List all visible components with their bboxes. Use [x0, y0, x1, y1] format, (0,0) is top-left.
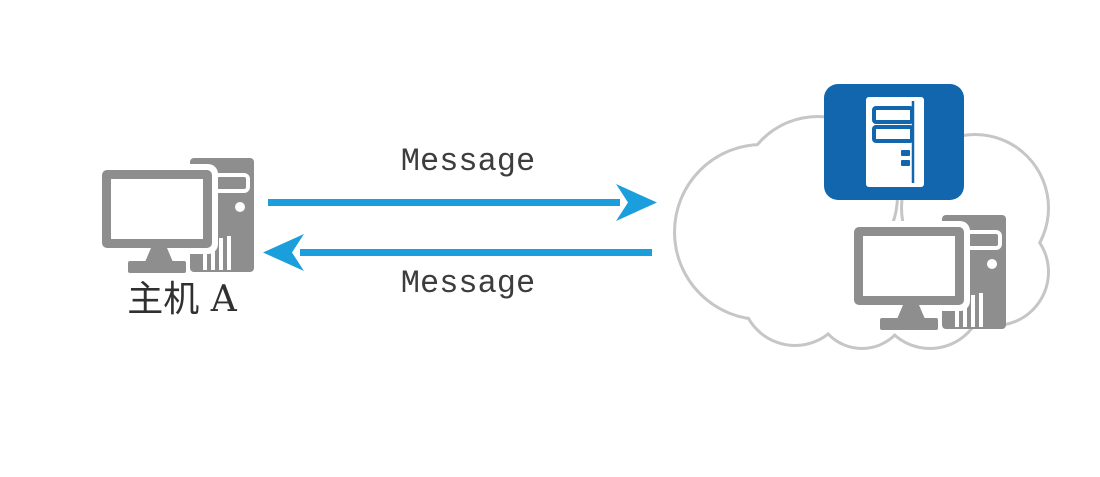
- message-top-label: Message: [400, 143, 536, 180]
- server-icon: [824, 84, 964, 200]
- host-a-computer-icon: [94, 156, 256, 275]
- message-bottom-label: Message: [400, 265, 536, 302]
- message-arrows: [263, 184, 657, 271]
- host-a-label: 主机 A: [127, 279, 237, 320]
- arrow-right-icon: [268, 184, 657, 221]
- arrow-left-icon: [263, 234, 652, 271]
